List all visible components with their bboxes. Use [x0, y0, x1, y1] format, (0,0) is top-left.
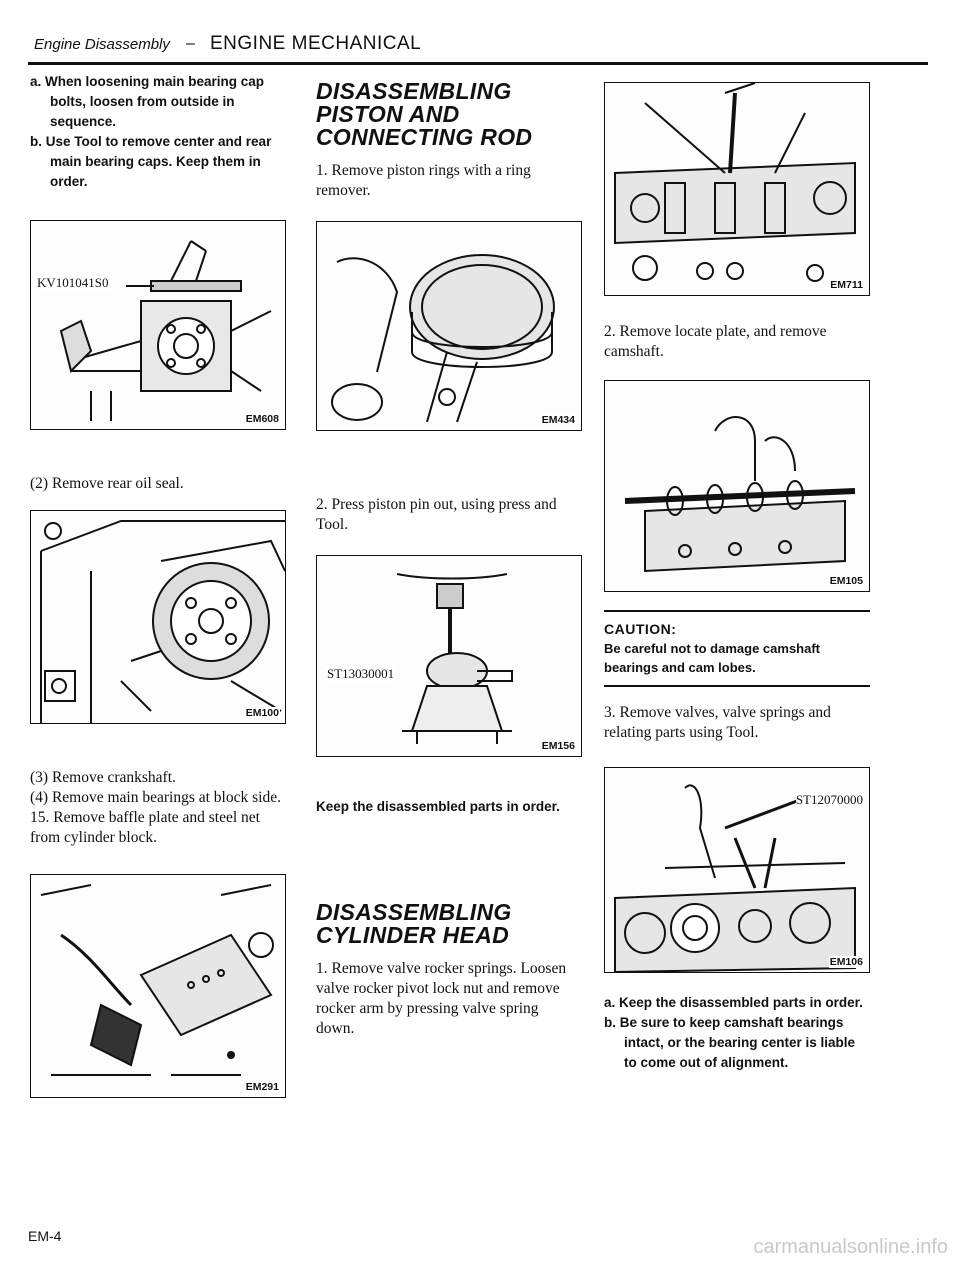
heading-piston-connecting-rod: DISASSEMBLING PISTON AND CONNECTING ROD: [316, 78, 533, 150]
valve-spring-compressor-illustration: [614, 784, 856, 972]
step-2-piston-pin: 2. Press piston pin out, using press and…: [316, 496, 557, 533]
figure-em106: ST12070000 EM106: [604, 767, 870, 973]
piston-ring-remover-illustration: [331, 254, 555, 423]
figure-code: EM434: [540, 414, 576, 426]
step-1-piston-rings: 1. Remove piston rings with a ring remov…: [316, 162, 531, 199]
header-dash: –: [186, 35, 195, 52]
chapter-title: ENGINE MECHANICAL: [210, 33, 422, 54]
figure-em100: EM100: [30, 510, 286, 724]
rocker-arm-removal-illustration: [614, 83, 856, 282]
figure-em105: EM105: [604, 380, 870, 592]
figure-em711: EM711: [604, 82, 870, 296]
note-a: a. When loosening main bearing cap bolts…: [30, 74, 265, 129]
column-middle: DISASSEMBLING PISTON AND CONNECTING ROD …: [316, 72, 582, 1039]
figure-code: EM106: [828, 956, 864, 968]
figure-code: EM291: [244, 1081, 280, 1093]
note-b-camshaft-bearings: b. Be sure to keep camshaft bearings int…: [604, 1015, 856, 1070]
watermark: carmanualsonline.info: [753, 1236, 948, 1258]
figure-em291: EM291: [30, 874, 286, 1098]
section-title: Engine Disassembly: [34, 36, 170, 53]
page-number: EM-4: [28, 1228, 62, 1244]
caution-title: CAUTION:: [604, 621, 677, 637]
column-left: a. When loosening main bearing cap bolts…: [30, 72, 292, 1098]
figure-em608: KV101041S0 EM608: [30, 220, 286, 430]
note-a-keep-parts: a. Keep the disassembled parts in order.: [604, 995, 863, 1010]
step-4-main-bearings: (4) Remove main bearings at block side.: [30, 789, 281, 806]
caution-body: Be careful not to damage camshaft bearin…: [604, 641, 820, 675]
tool-number: KV101041S0: [37, 275, 109, 291]
rear-oil-seal-illustration: [40, 520, 285, 723]
figure-em156: ST13030001 EM156: [316, 555, 582, 757]
figure-code: EM105: [828, 575, 864, 587]
step-2-rear-oil-seal: (2) Remove rear oil seal.: [30, 475, 184, 492]
step-15-baffle-plate: 15. Remove baffle plate and steel net fr…: [30, 809, 260, 846]
step-1-valve-rocker: 1. Remove valve rocker springs. Loosen v…: [316, 960, 567, 1037]
figure-code: EM100: [244, 707, 280, 719]
figure-code: EM711: [829, 279, 864, 291]
baffle-plate-illustration: [40, 884, 274, 1076]
step-3-crankshaft: (3) Remove crankshaft.: [30, 769, 176, 786]
page-header: Engine Disassembly – ENGINE MECHANICAL: [28, 30, 928, 65]
piston-pin-press-illustration: [396, 573, 513, 744]
tool-number: ST12070000: [795, 792, 863, 808]
tool-number: ST13030001: [327, 666, 395, 682]
note-keep-parts: Keep the disassembled parts in order.: [316, 799, 560, 814]
figure-em434: EM434: [316, 221, 582, 431]
step-2-camshaft: 2. Remove locate plate, and remove camsh…: [604, 323, 827, 360]
column-right: EM711 2. Remove locate plate, and remove…: [604, 72, 870, 1073]
figure-code: EM608: [244, 413, 280, 425]
note-b: b. Use Tool to remove center and rear ma…: [30, 134, 272, 189]
figure-code: EM156: [540, 740, 576, 752]
heading-cylinder-head: DISASSEMBLING CYLINDER HEAD: [316, 899, 512, 948]
step-3-valves: 3. Remove valves, valve springs and rela…: [604, 704, 831, 741]
caution-box: CAUTION: Be careful not to damage camsha…: [604, 610, 870, 687]
main-bearing-cap-puller-illustration: [59, 240, 272, 421]
camshaft-removal-illustration: [624, 416, 856, 573]
